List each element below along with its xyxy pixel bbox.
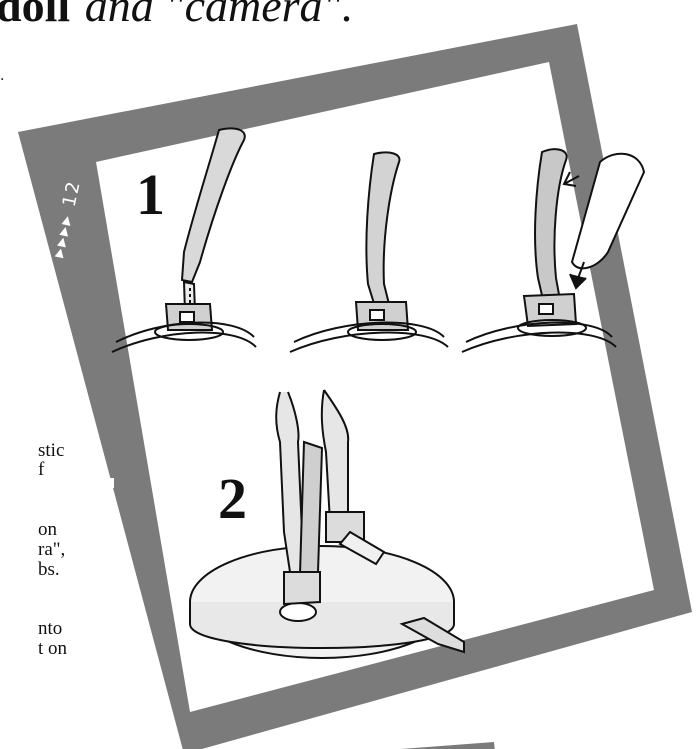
- next-frame-edge: [334, 742, 496, 749]
- frame-notch: [69, 494, 114, 498]
- step-number-1: 1: [136, 166, 165, 224]
- frame-notch: [69, 478, 114, 488]
- step-number-2: 2: [218, 470, 247, 528]
- film-frame: [4, 12, 694, 742]
